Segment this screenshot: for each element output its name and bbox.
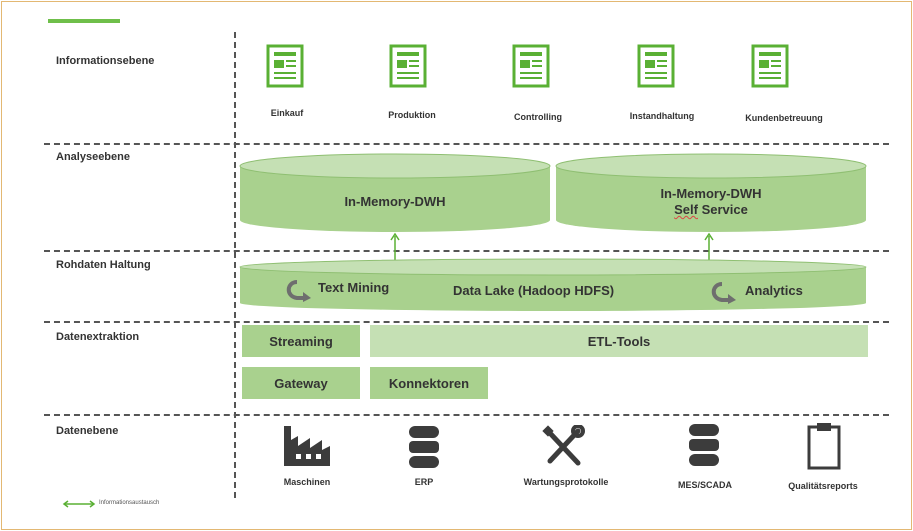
source-label-maschinen: Maschinen [283,477,331,487]
factory-icon [284,426,330,466]
accent-bar [48,19,120,23]
department-label-instandhaltung: Instandhaltung [629,111,695,121]
level-label-data: Datenebene [56,425,119,437]
data-lake-label: Data Lake (Hadoop HDFS) [453,283,615,298]
department-label-kundenbetreuung: Kundenbetreuung [745,113,823,123]
dwh2-subtitle: Self Service [554,202,868,218]
database-icon [689,424,719,466]
curved-arrow-icon [711,282,736,304]
level-divider [44,321,889,323]
dwh2-self-word: Self [674,202,698,217]
streaming-box: Streaming [242,325,360,357]
department-label-controlling: Controlling [514,112,562,122]
tools-icon [542,425,585,466]
department-label-einkauf: Einkauf [270,108,304,118]
legend-arrow-icon [62,500,96,508]
report-document-icon [637,44,675,88]
source-label-qualitaetsreports: Qualitätsreports [788,481,858,491]
analytics-label: Analytics [745,283,803,298]
report-document-icon [389,44,427,88]
clipboard-icon [807,423,841,470]
level-divider [44,143,889,145]
report-document-icon [512,44,550,88]
level-separator-vertical [234,32,236,498]
level-label-raw: Rohdaten Haltung [56,259,151,271]
database-icon [409,426,439,468]
level-label-extraction: Datenextraktion [56,331,140,343]
curved-arrow-icon [286,280,311,302]
legend-label: Informationsaustausch [99,500,160,506]
in-memory-dwh-label: In-Memory-DWH [344,194,446,209]
report-document-icon [751,44,789,88]
konnektoren-box: Konnektoren [370,367,488,399]
level-divider [44,414,889,416]
data-lake-cylinder [239,258,867,311]
level-label-information: Informationsebene [56,55,155,67]
in-memory-dwh-self-service-label: In-Memory-DWH Self Service [554,186,868,218]
source-label-wartungsprotokolle: Wartungsprotokolle [523,477,609,487]
etl-tools-box: ETL-Tools [370,325,868,357]
level-label-analysis: Analyseebene [56,151,130,163]
dwh2-title: In-Memory-DWH [660,186,762,201]
level-divider [44,250,889,252]
in-memory-dwh-self-service-cylinder [555,153,867,232]
dwh2-service-word: Service [697,202,748,217]
source-label-mes-scada: MES/SCADA [677,480,733,490]
report-document-icon [266,44,304,88]
gateway-box: Gateway [242,367,360,399]
source-label-erp: ERP [414,477,434,487]
department-label-produktion: Produktion [388,110,436,120]
text-mining-label: Text Mining [318,280,390,295]
in-memory-dwh-cylinder [239,153,551,232]
